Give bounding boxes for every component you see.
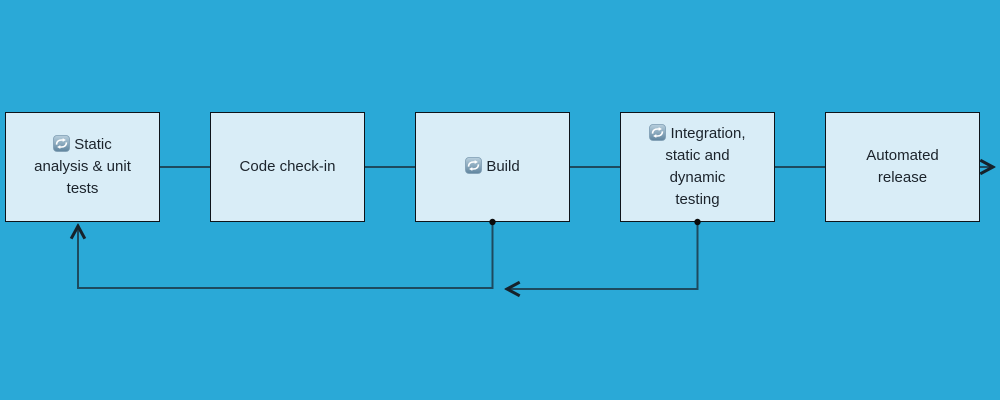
node-label: Build: [486, 158, 520, 175]
edge-integration-feedback-arrow: [508, 222, 699, 289]
node-integration-testing[interactable]: Integration, static and dynamic testing: [620, 112, 775, 222]
sync-icon: [53, 135, 71, 152]
node-content: Automated release: [866, 145, 939, 189]
sync-icon: [465, 157, 483, 174]
node-label: Code check-in: [239, 158, 336, 175]
sync-icon: [649, 124, 667, 141]
node-label: Static analysis & unit tests: [34, 136, 131, 197]
node-static-analysis[interactable]: Static analysis & unit tests: [5, 112, 160, 222]
node-label: Automated release: [866, 147, 939, 186]
node-code-check-in[interactable]: Code check-in: [210, 112, 365, 222]
node-content: Build: [465, 156, 520, 178]
edge-build-feedback-arrow: [78, 222, 494, 289]
node-content: Integration, static and dynamic testing: [649, 123, 746, 211]
node-label: Integration, static and dynamic testing: [665, 125, 746, 208]
node-build[interactable]: Build: [415, 112, 570, 222]
node-content: Static analysis & unit tests: [34, 134, 131, 200]
node-automated-release[interactable]: Automated release: [825, 112, 980, 222]
node-content: Code check-in: [240, 156, 336, 178]
